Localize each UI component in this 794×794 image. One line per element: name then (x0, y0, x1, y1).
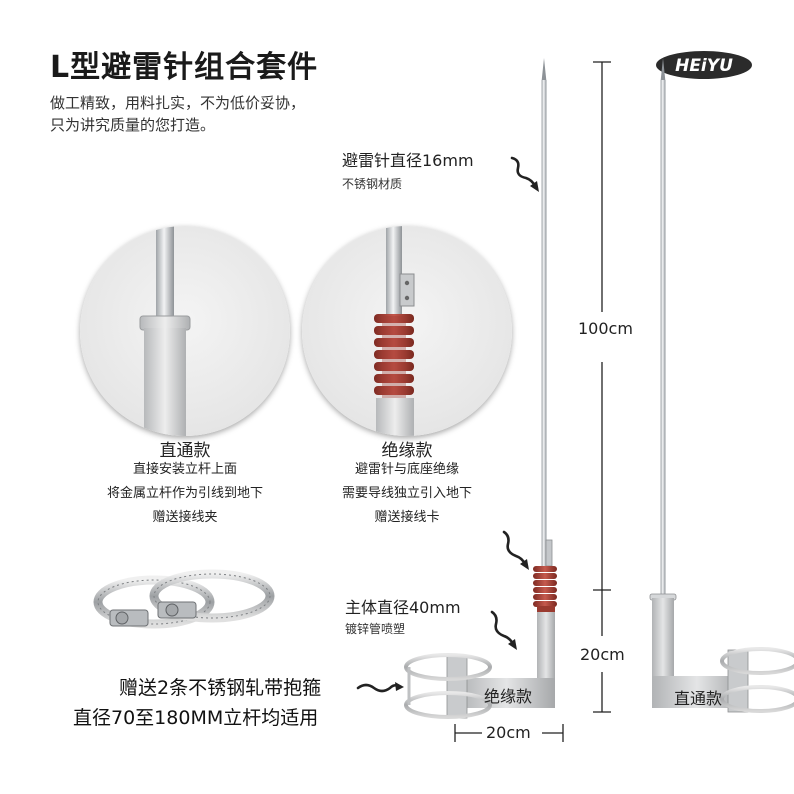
page-title: L型避雷针组合套件 (50, 50, 319, 85)
variant-insulated-line-3: 赠送接线卡 (374, 510, 440, 525)
rod-diameter-label: 避雷针直径16mm (342, 151, 474, 170)
brand-logo: HEiYU (655, 50, 753, 80)
variant-straight-line-1: 直接安装立杆上面 (132, 462, 237, 477)
clamp-note-line-1: 赠送2条不锈钢轧带抱箍 (119, 677, 322, 699)
straight-detail-circle (80, 226, 290, 436)
clamp-note-line-2: 直径70至180MM立杆均适用 (73, 707, 319, 729)
insulated-detail-circle (302, 226, 512, 436)
tagline-line-2: 只为讲究质量的您打造。 (50, 116, 216, 134)
arm-length-dimension: 20cm (486, 723, 531, 742)
insulated-product-label: 绝缘款 (484, 687, 533, 706)
variant-insulated-line-2: 需要导线独立引入地下 (341, 486, 472, 501)
tagline-line-1: 做工精致，用料扎实，不为低价妥协， (50, 94, 306, 112)
variant-insulated-name: 绝缘款 (381, 441, 433, 461)
variant-straight-line-2: 将金属立杆作为引线到地下 (106, 486, 263, 501)
rod-material-label: 不锈钢材质 (342, 177, 403, 191)
hose-clamps-image (93, 569, 275, 629)
variant-straight-line-3: 赠送接线夹 (152, 510, 218, 525)
body-height-dimension: 20cm (580, 645, 625, 664)
body-finish-label: 镀锌管喷塑 (345, 622, 406, 636)
variant-straight-name: 直通款 (159, 441, 211, 461)
rod-length-dimension: 100cm (578, 319, 633, 338)
logo-text: HEiYU (675, 56, 733, 76)
body-diameter-label: 主体直径40mm (345, 598, 461, 617)
straight-product-label: 直通款 (674, 689, 723, 708)
variant-insulated-line-1: 避雷针与底座绝缘 (354, 462, 459, 477)
